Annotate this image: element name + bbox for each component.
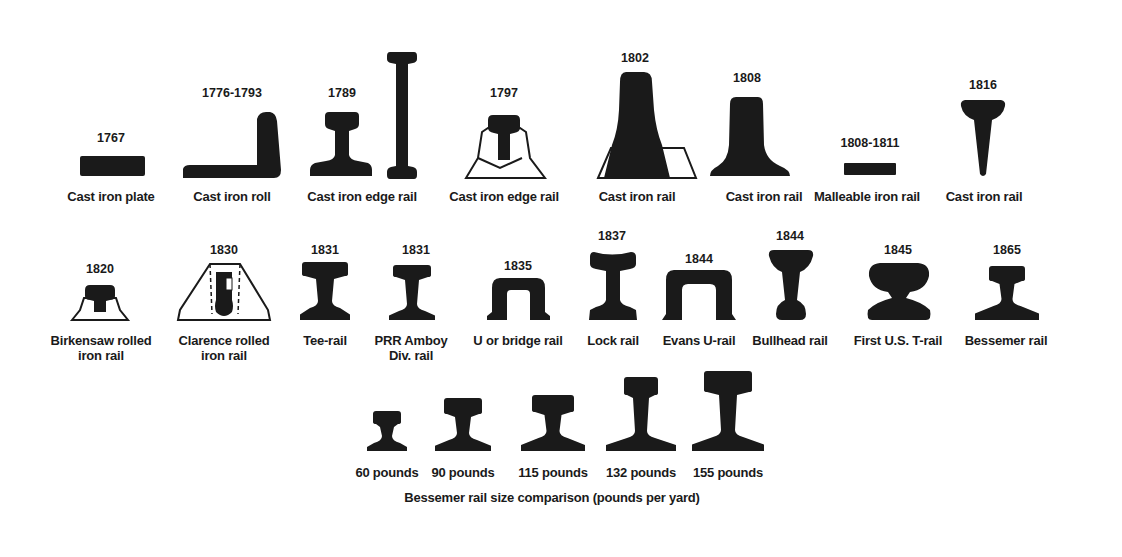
year-label: 1865 <box>993 243 1021 258</box>
year-label: 1831 <box>311 243 339 258</box>
edge-rail-profile <box>310 112 372 176</box>
year-label: 1845 <box>884 243 912 258</box>
year-label: 1808 <box>733 71 761 86</box>
year-label: 1844 <box>776 229 804 244</box>
rail-name-label: Cast iron rail <box>599 189 676 204</box>
rail-name-label: Lock rail <box>587 333 639 348</box>
rail-name-label: Bullhead rail <box>752 333 827 348</box>
t-rail-profile <box>435 398 491 451</box>
rail-name-label: Bessemer rail size comparison (pounds pe… <box>404 490 699 505</box>
rail-name-label: Cast iron plate <box>67 189 154 204</box>
rail-name-label: Cast iron edge rail <box>449 189 559 204</box>
year-label: 1830 <box>210 243 238 258</box>
rail-name-label: Evans U-rail <box>663 333 736 348</box>
year-label: 1820 <box>86 262 114 277</box>
cast-rail-profile <box>710 97 790 176</box>
rail-name-label: Birkensaw rolled iron rail <box>42 333 160 363</box>
year-label: 1802 <box>621 51 649 66</box>
malleable-profile <box>844 163 896 175</box>
rail-name-label: Cast iron edge rail <box>307 189 417 204</box>
fish-rail-profile <box>604 72 670 178</box>
t-rail-profile <box>300 262 350 320</box>
rail-name-label: 155 pounds <box>693 465 763 480</box>
rail-name-label: Cast iron rail <box>946 189 1023 204</box>
u-rail-profile <box>487 278 550 320</box>
year-label: 1767 <box>97 131 125 146</box>
t-rail-profile <box>606 377 676 451</box>
rail-name-label: Bessemer rail <box>965 333 1048 348</box>
t-rail-profile <box>975 266 1039 320</box>
rail-name-label: 90 pounds <box>431 465 494 480</box>
year-label: 1797 <box>490 86 518 101</box>
rail-name-label: First U.S. T-rail <box>854 333 942 348</box>
year-label: 1844 <box>685 252 713 267</box>
tall-edge-rail-profile <box>387 52 417 179</box>
key-outline <box>226 278 232 290</box>
rail-name-label: 115 pounds <box>518 465 588 480</box>
bullhead-rail-profile <box>769 250 813 320</box>
t-rail-profile <box>692 371 764 451</box>
evans-u-rail-profile <box>662 270 736 320</box>
rail-name-label: Tee-rail <box>303 333 347 348</box>
year-label: 1837 <box>598 229 626 244</box>
year-label: 1776-1793 <box>202 86 262 101</box>
rail-name-label: Cast iron roll <box>193 189 270 204</box>
chair-rail-profile <box>488 115 520 160</box>
rail-name-label: 132 pounds <box>606 465 676 480</box>
clarence-rail-profile <box>215 272 233 316</box>
year-label: 1835 <box>504 259 532 274</box>
clarence-chair-outline <box>178 264 270 320</box>
year-label: 1831 <box>402 243 430 258</box>
t-rail-profile <box>389 265 435 320</box>
rail-name-label: U or bridge rail <box>473 333 562 348</box>
rail-name-label: PRR Amboy Div. rail <box>370 333 452 363</box>
rail-name-label: Clarence rolled iron rail <box>168 333 280 363</box>
t-rail-profile <box>367 411 407 451</box>
rail-name-label: Cast iron rail <box>726 189 803 204</box>
year-label: 1808-1811 <box>840 136 899 151</box>
mushroom-rail-profile <box>961 100 1005 176</box>
rail-name-label: Malleable iron rail <box>814 189 920 204</box>
first-t-rail-profile <box>868 263 931 320</box>
t-rail-profile <box>521 395 585 451</box>
plate-profile <box>80 156 145 176</box>
rail-name-label: 60 pounds <box>355 465 418 480</box>
roll-profile <box>183 112 281 178</box>
year-label: 1789 <box>328 86 356 101</box>
lock-rail-profile <box>589 252 637 320</box>
birkensaw-rail-profile <box>85 285 115 312</box>
year-label: 1816 <box>969 78 997 93</box>
